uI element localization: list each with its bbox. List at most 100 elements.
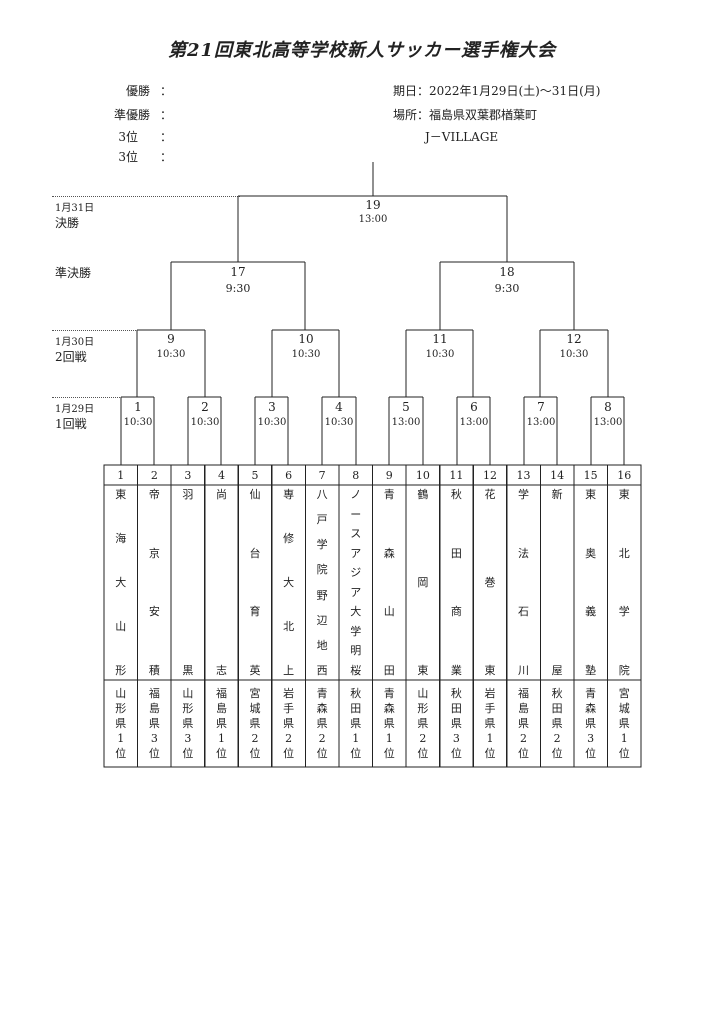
r1-game-time: 10:30: [123, 417, 153, 428]
semi-game-time: 9:30: [225, 282, 251, 295]
result-colon-third-b: ：: [160, 150, 173, 164]
final-divider: [52, 196, 240, 197]
semi-round-label: 準決勝: [55, 266, 92, 280]
team-name: 八戸学院野辺地西: [316, 488, 328, 677]
result-label-third-b: 3位: [118, 150, 138, 164]
team-name: ノースアジア大学明桜: [350, 488, 362, 677]
r1-game-time: 10:30: [324, 417, 354, 428]
team-number: 12: [482, 469, 497, 482]
semi-game-number: 17: [230, 265, 246, 279]
team-number: 15: [583, 469, 598, 482]
r1-divider: [52, 397, 120, 398]
team-number: 14: [550, 469, 565, 482]
r2-game-time: 10:30: [425, 349, 455, 360]
event-place: 場所：福島県双葉郡楢葉町: [393, 108, 538, 122]
final-date: 1月31日: [55, 203, 95, 214]
r2-divider: [52, 330, 136, 331]
team-name: 専修大北上: [283, 488, 295, 677]
team-name: 新屋: [551, 488, 563, 677]
semi-game-number: 18: [499, 265, 515, 279]
team-name: 仙台育英: [249, 488, 261, 677]
team-number: 1: [117, 469, 125, 482]
team-number: 5: [251, 469, 259, 482]
r2-round-label: 2回戦: [55, 350, 87, 364]
final-round-label: 決勝: [55, 216, 80, 230]
r2-game-number: 11: [432, 332, 448, 346]
semi-game-time: 9:30: [494, 282, 520, 295]
team-number: 6: [285, 469, 293, 482]
result-colon-runner-up: ：: [160, 108, 173, 122]
r1-game-number: 3: [268, 400, 276, 414]
result-colon-champion: ：: [160, 84, 173, 98]
team-number: 9: [385, 469, 393, 482]
r1-game-time: 13:00: [526, 417, 556, 428]
team-name: 羽黒: [182, 488, 194, 677]
r2-game-number: 10: [298, 332, 314, 346]
team-number: 16: [617, 469, 632, 482]
team-name: 東海大山形: [115, 488, 127, 677]
r2-game-number: 12: [566, 332, 582, 346]
team-number: 8: [352, 469, 360, 482]
team-number: 13: [516, 469, 531, 482]
event-venue: J－VILLAGE: [425, 130, 499, 144]
r1-game-number: 7: [537, 400, 545, 414]
final-game-time: 13:00: [358, 214, 388, 225]
r1-game-number: 4: [335, 400, 343, 414]
team-name: 尚志: [215, 488, 227, 677]
team-name: 花巻東: [484, 488, 496, 677]
team-name: 東北学院: [618, 488, 630, 677]
r1-game-number: 1: [134, 400, 142, 414]
r1-game-time: 13:00: [459, 417, 489, 428]
r1-game-number: 5: [402, 400, 410, 414]
team-name: 秋田商業: [450, 488, 462, 677]
team-name: 帝京安積: [148, 488, 160, 677]
team-number: 10: [415, 469, 430, 482]
team-name: 青森山田: [383, 488, 395, 677]
r1-game-number: 2: [201, 400, 209, 414]
r1-round-label: 1回戦: [55, 417, 87, 431]
r1-game-time: 10:30: [257, 417, 287, 428]
r2-game-number: 9: [167, 332, 175, 346]
team-name: 学法石川: [518, 488, 530, 677]
team-number: 2: [150, 469, 158, 482]
result-label-champion: 優勝: [125, 84, 150, 98]
r1-game-number: 6: [470, 400, 478, 414]
team-number: 11: [449, 469, 464, 482]
result-label-runner-up: 準優勝: [113, 108, 150, 122]
r2-date: 1月30日: [55, 337, 95, 348]
result-colon-third-a: ：: [160, 130, 173, 144]
r1-game-time: 13:00: [593, 417, 623, 428]
r2-game-time: 10:30: [291, 349, 321, 360]
r2-game-time: 10:30: [156, 349, 186, 360]
team-number: 7: [318, 469, 326, 482]
r1-date: 1月29日: [55, 404, 95, 415]
page-title: 第21回東北高等学校新人サッカー選手権大会: [167, 40, 557, 61]
r1-game-number: 8: [604, 400, 612, 414]
result-label-third-a: 3位: [118, 130, 138, 144]
team-number: 3: [184, 469, 192, 482]
team-name: 東奥義塾: [585, 488, 597, 677]
r1-game-time: 10:30: [190, 417, 220, 428]
team-number: 4: [217, 469, 225, 482]
team-name: 鶴岡東: [417, 488, 429, 677]
event-date: 期日：2022年1月29日(土)～31日(月): [393, 84, 601, 98]
r2-game-time: 10:30: [559, 349, 589, 360]
final-game-number: 19: [365, 198, 381, 212]
